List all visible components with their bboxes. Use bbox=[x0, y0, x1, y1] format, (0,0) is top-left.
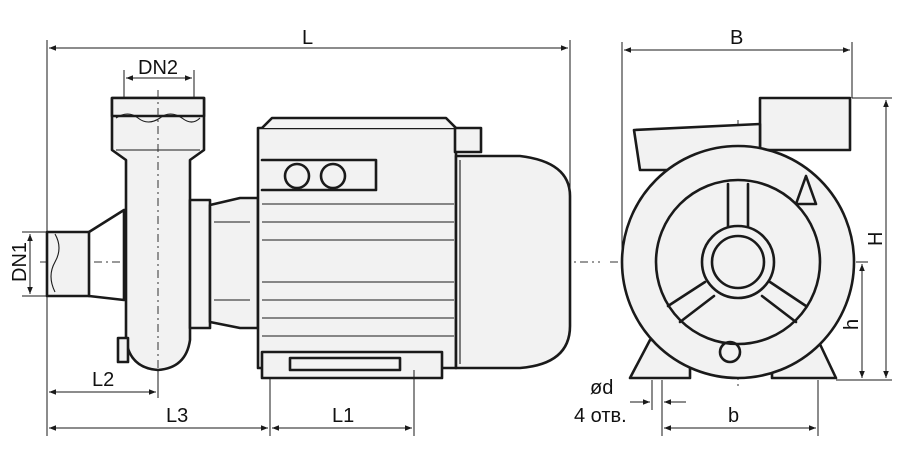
label-h: h bbox=[841, 319, 863, 330]
rib-right bbox=[760, 280, 808, 324]
label-DN1: DN1 bbox=[9, 242, 31, 282]
motor-adapter bbox=[208, 196, 260, 330]
label-b: b bbox=[728, 405, 739, 427]
end-view bbox=[610, 96, 860, 390]
rotation-arrow-icon bbox=[794, 174, 818, 206]
motor-cooling-fins bbox=[262, 203, 454, 337]
label-DN2: DN2 bbox=[138, 57, 178, 79]
label-d: ød bbox=[590, 377, 613, 399]
capacitor-left bbox=[283, 162, 311, 190]
terminal-box bbox=[260, 158, 378, 192]
label-holes: 4 отв. bbox=[574, 405, 627, 427]
label-L: L bbox=[302, 27, 313, 49]
label-L1: L1 bbox=[332, 405, 354, 427]
label-B: B bbox=[730, 27, 743, 49]
capacitor-right bbox=[319, 162, 347, 190]
inlet-bore bbox=[710, 234, 766, 290]
motor-foot-slot bbox=[288, 356, 402, 372]
drain-plug bbox=[116, 336, 130, 364]
fan-cover bbox=[454, 154, 572, 370]
casing-flange bbox=[188, 198, 212, 330]
label-L2: L2 bbox=[92, 369, 114, 391]
label-L3: L3 bbox=[166, 405, 188, 427]
end-outlet-flange bbox=[758, 96, 852, 152]
end-drain-plug bbox=[718, 340, 742, 364]
rib-left bbox=[666, 280, 716, 324]
motor-body bbox=[256, 126, 458, 370]
volute-inner-ring bbox=[654, 178, 822, 346]
rib-top bbox=[726, 182, 750, 228]
outlet-break-line bbox=[115, 113, 201, 123]
label-H: H bbox=[865, 232, 887, 246]
inlet-neck bbox=[87, 208, 126, 302]
inlet-break-line bbox=[50, 233, 60, 293]
side-view bbox=[40, 90, 600, 380]
inlet-flange bbox=[45, 230, 91, 298]
cable-gland bbox=[453, 126, 483, 154]
dimensions: L DN2 DN1 L2 L3 L1 B H bbox=[9, 27, 892, 436]
motor-top-cap bbox=[261, 116, 457, 129]
